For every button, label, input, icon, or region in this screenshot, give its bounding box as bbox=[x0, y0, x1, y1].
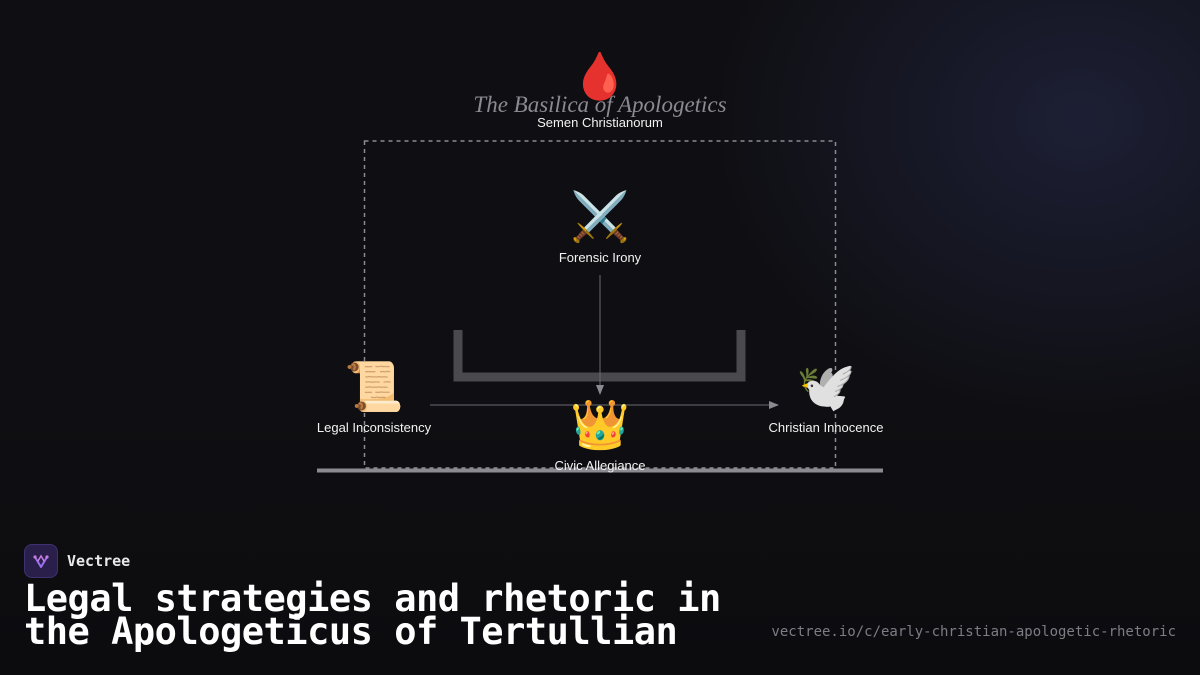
node-label: Civic Allegiance bbox=[554, 458, 646, 473]
source-url[interactable]: vectree.io/c/early-christian-apologetic-… bbox=[771, 624, 1176, 640]
node-forensic-irony: ⚔️ Forensic Irony bbox=[500, 190, 700, 265]
brand: Vectree bbox=[24, 544, 130, 578]
node-christian-innocence: 🕊️ Christian Innocence bbox=[726, 360, 926, 435]
blood-drop-icon: 🩸 bbox=[571, 50, 629, 102]
diagram-title: The Basilica of Apologetics bbox=[473, 92, 727, 117]
brand-name: Vectree bbox=[67, 552, 131, 570]
vectree-logo-icon bbox=[24, 544, 58, 578]
page-headline: Legal strategies and rhetoric in the Apo… bbox=[24, 577, 721, 653]
node-legal-inconsistency: 📜 Legal Inconsistency bbox=[274, 360, 474, 435]
crown-icon: 👑 bbox=[570, 399, 630, 452]
node-label: Legal Inconsistency bbox=[316, 420, 432, 435]
crossed-swords-icon: ⚔️ bbox=[570, 191, 630, 244]
node-label: Forensic Irony bbox=[558, 250, 642, 265]
scroll-icon: 📜 bbox=[344, 361, 404, 414]
node-label: Christian Innocence bbox=[768, 420, 884, 435]
node-civic-allegiance: 👑 Civic Allegiance bbox=[500, 398, 700, 473]
diagram-subtitle: Semen Christianorum bbox=[537, 115, 663, 130]
dashed-frame bbox=[363, 140, 837, 469]
dove-icon: 🕊️ bbox=[796, 361, 856, 414]
